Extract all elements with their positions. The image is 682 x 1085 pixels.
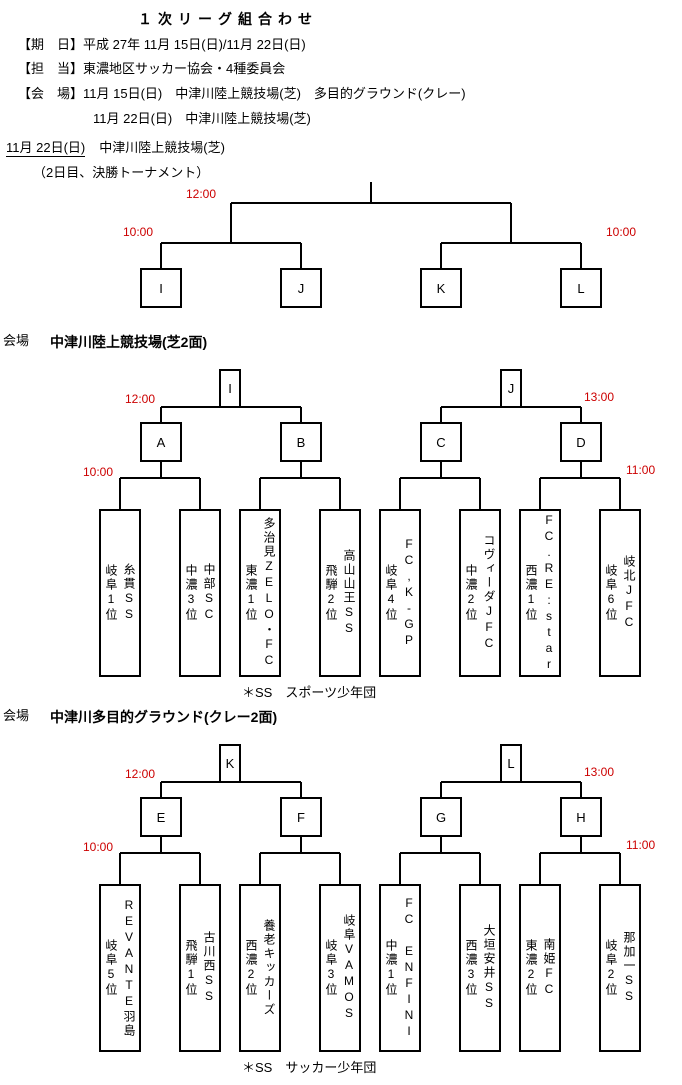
venue2-root-L: L [500, 744, 522, 783]
venue1-root-J: J [500, 369, 522, 408]
team-seed: 西濃2位 [244, 939, 258, 997]
team-seed: 中濃1位 [384, 939, 398, 997]
finals-slot-L: L [560, 268, 602, 308]
venue2-footnote: ＊SS サッカー少年団 [242, 1060, 377, 1075]
team-seed: 西濃3位 [464, 939, 478, 997]
team-box: REVANTE羽島 岐阜5位 [99, 884, 141, 1052]
info-staff-label: 【担 当】 [18, 61, 84, 76]
venue2-root-right-time: 13:00 [584, 765, 615, 779]
venue2-match-E: E [140, 797, 182, 837]
team-seed: 東濃1位 [244, 564, 258, 622]
team-box: 多治見ZELO・FC 東濃1位 [239, 509, 281, 677]
team-name: 南姫FC [542, 938, 556, 998]
team-seed: 中濃2位 [464, 564, 478, 622]
team-name: 那加一SS [622, 931, 636, 1005]
team-seed: 西濃1位 [524, 564, 538, 622]
venue1-footnote: ＊SS スポーツ少年団 [242, 685, 377, 700]
venue2-root-left-time: 12:00 [125, 767, 156, 781]
venue1-root-left-time: 12:00 [125, 392, 156, 406]
team-name: FC,K-GP [402, 537, 416, 649]
info-staff-line: 【担 当】東濃地区サッカー協会・4種委員会 [18, 61, 285, 76]
team-box: FC.RE:star 西濃1位 [519, 509, 561, 677]
page-title: １次リーグ組合わせ [138, 11, 318, 27]
team-name: 多治見ZELO・FC [262, 517, 276, 669]
team-name: FC.RE:star [542, 513, 556, 673]
team-name: 高山山王SS [342, 549, 356, 637]
venue1-root-right-time: 13:00 [584, 390, 615, 404]
team-seed: 岐阜3位 [324, 939, 338, 997]
team-name: REVANTE羽島 [122, 898, 136, 1038]
finals-bracket-lines [160, 182, 582, 270]
info-staff-value: 東濃地区サッカー協会・4種委員会 [83, 61, 286, 76]
info-date-value: 平成 27年 11月 15日(日)/11月 22日(日) [83, 37, 306, 52]
info-venue-label: 【会 場】 [18, 86, 84, 101]
team-name: 岐北JFC [622, 555, 636, 631]
team-box: 古川西SS 飛騨1位 [179, 884, 221, 1052]
team-box: 糸貫SS 岐阜1位 [99, 509, 141, 677]
venue1-match-D: D [560, 422, 602, 462]
team-seed: 岐阜5位 [104, 939, 118, 997]
finals-subheading: （2日目、決勝トーナメント） [33, 165, 210, 180]
team-box: コヴィーダJFC 中濃2位 [459, 509, 501, 677]
team-seed: 岐阜4位 [384, 564, 398, 622]
finals-heading: 11月 22日(日) 中津川陸上競技場(芝) [6, 140, 225, 157]
team-seed: 中濃3位 [184, 564, 198, 622]
info-venue-day1: 11月 15日(日) 中津川陸上競技場(芝) 多目的グラウンド(クレー) [83, 86, 466, 101]
venue2-left-time: 10:00 [83, 840, 114, 854]
venue1-root-I: I [219, 369, 241, 408]
venue2-label: 会場 [3, 708, 30, 723]
team-name: 大垣安井SS [482, 924, 496, 1012]
venue1-right-time: 11:00 [626, 463, 656, 477]
team-name: 養老キッカーズ [262, 919, 276, 1017]
team-box: 岐阜VAMOS 岐阜3位 [319, 884, 361, 1052]
team-seed: 飛騨1位 [184, 939, 198, 997]
finals-slot-I: I [140, 268, 182, 308]
venue1-left-time: 10:00 [83, 465, 114, 479]
info-date-line: 【期 日】平成 27年 11月 15日(日)/11月 22日(日) [18, 37, 306, 52]
team-box: 岐北JFC 岐阜6位 [599, 509, 641, 677]
team-seed: 岐阜1位 [104, 564, 118, 622]
venue1-name: 中津川陸上競技場(芝2面) [50, 334, 208, 350]
team-seed: 岐阜2位 [604, 939, 618, 997]
venue2-root-K: K [219, 744, 241, 783]
venue1-match-C: C [420, 422, 462, 462]
finals-final-time: 12:00 [186, 187, 217, 201]
info-date-label: 【期 日】 [18, 37, 84, 52]
team-name: 古川西SS [202, 931, 216, 1005]
team-name: コヴィーダJFC [482, 534, 496, 652]
venue2-match-H: H [560, 797, 602, 837]
team-seed: 東濃2位 [524, 939, 538, 997]
info-venue-line: 【会 場】11月 15日(日) 中津川陸上競技場(芝) 多目的グラウンド(クレー… [18, 86, 466, 101]
finals-slot-K: K [420, 268, 462, 308]
team-box: 高山山王SS 飛騨2位 [319, 509, 361, 677]
venue1-match-A: A [140, 422, 182, 462]
team-box: 大垣安井SS 西濃3位 [459, 884, 501, 1052]
team-box: 養老キッカーズ 西濃2位 [239, 884, 281, 1052]
info-venue-day2: 11月 22日(日) 中津川陸上競技場(芝) [93, 111, 311, 126]
finals-heading-date: 11月 22日(日) [6, 140, 86, 157]
team-name: 岐阜VAMOS [342, 914, 356, 1022]
venue2-match-G: G [420, 797, 462, 837]
team-seed: 飛騨2位 [324, 564, 338, 622]
team-box: 那加一SS 岐阜2位 [599, 884, 641, 1052]
finals-heading-venue: 中津川陸上競技場(芝) [99, 140, 225, 155]
team-box: FC ENFINI 中濃1位 [379, 884, 421, 1052]
finals-slot-J: J [280, 268, 322, 308]
team-name: 糸貫SS [122, 563, 136, 623]
finals-left-time: 10:00 [123, 225, 154, 239]
team-box: 南姫FC 東濃2位 [519, 884, 561, 1052]
team-box: FC,K-GP 岐阜4位 [379, 509, 421, 677]
venue2-name: 中津川多目的グラウンド(クレー2面) [50, 709, 278, 725]
venue1-match-B: B [280, 422, 322, 462]
team-name: FC ENFINI [402, 896, 416, 1040]
venue1-label: 会場 [3, 333, 30, 348]
team-seed: 岐阜6位 [604, 564, 618, 622]
team-name: 中部SC [202, 563, 216, 623]
venue2-right-time: 11:00 [626, 838, 656, 852]
venue2-match-F: F [280, 797, 322, 837]
finals-right-time: 10:00 [606, 225, 637, 239]
team-box: 中部SC 中濃3位 [179, 509, 221, 677]
